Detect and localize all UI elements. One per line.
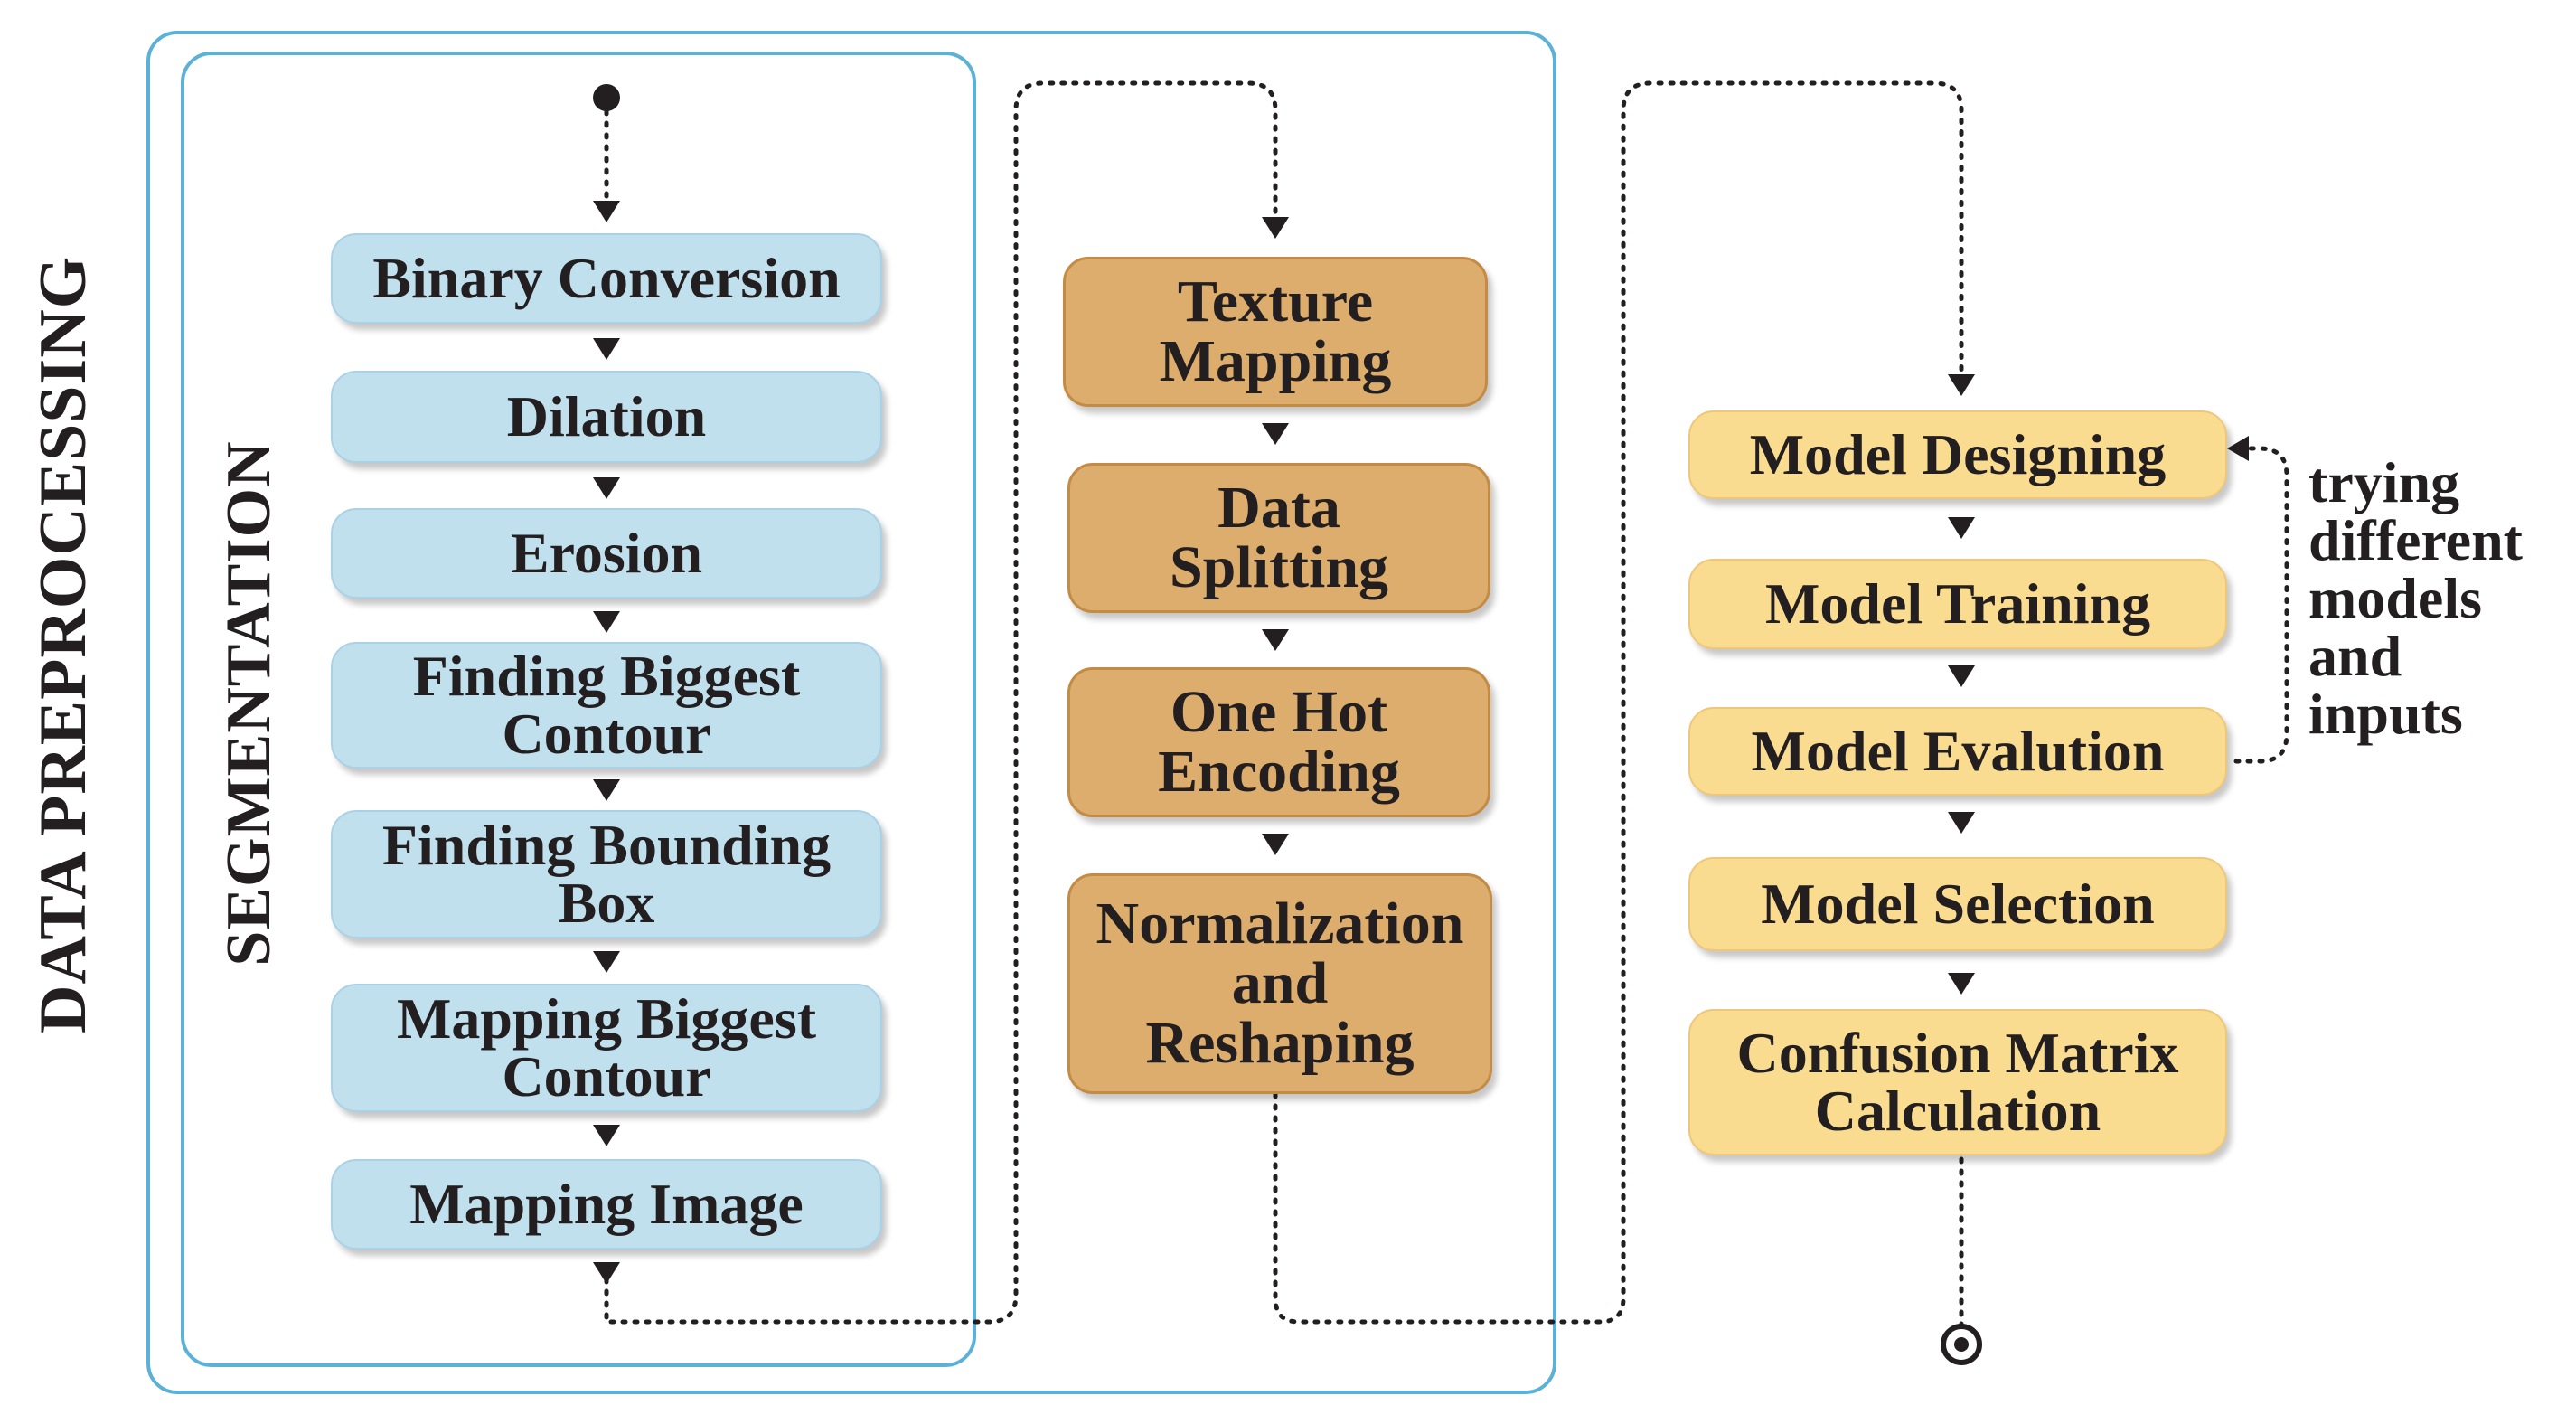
arrow-icon	[1262, 217, 1289, 239]
normalization-and-reshaping-box: Normalization and Reshaping	[1067, 873, 1492, 1094]
model-selection-box: Model Selection	[1688, 857, 2227, 951]
arrow-icon	[593, 779, 620, 801]
arrow-icon	[593, 611, 620, 633]
arrow-icon	[1262, 834, 1289, 855]
confusion-matrix-calculation-box: Confusion Matrix Calculation	[1688, 1009, 2227, 1155]
arrow-icon	[1948, 973, 1975, 995]
reshaping-to-model-connector	[1273, 80, 1964, 1325]
end-node-icon-core	[1954, 1337, 1969, 1352]
finding-biggest-contour-box: Finding Biggest Contour	[331, 642, 882, 769]
mapping-biggest-contour-box: Mapping Biggest Contour	[331, 984, 882, 1112]
texture-mapping-box: Texture Mapping	[1063, 257, 1488, 407]
start-node-icon	[593, 84, 620, 111]
arrow-icon	[593, 477, 620, 499]
model-training-box: Model Training	[1688, 559, 2227, 649]
segmentation-to-texture-connector	[604, 80, 1278, 1325]
feedback-loop-note: trying different models and inputs	[2308, 450, 2523, 746]
binary-conversion-box: Binary Conversion	[331, 233, 882, 324]
data-splitting-box: Data Splitting	[1067, 463, 1490, 613]
mapping-image-box: Mapping Image	[331, 1159, 882, 1250]
model-evaluation-box: Model Evalution	[1688, 707, 2227, 796]
dilation-box: Dilation	[331, 371, 882, 463]
feedback-arrow-icon	[2227, 436, 2249, 461]
erosion-box: Erosion	[331, 508, 882, 599]
feedback-loop-connector	[2233, 446, 2289, 764]
arrow-icon	[1948, 812, 1975, 834]
finding-bounding-box-box: Finding Bounding Box	[331, 810, 882, 938]
arrow-icon	[593, 1125, 620, 1146]
one-hot-encoding-box: One Hot Encoding	[1067, 667, 1490, 817]
data-preprocessing-frame	[146, 31, 1556, 1394]
segmentation-frame	[181, 52, 976, 1367]
arrow-icon	[1948, 665, 1975, 687]
arrow-icon	[1948, 517, 1975, 539]
arrow-icon	[1948, 374, 1975, 396]
arrow-icon	[593, 951, 620, 973]
arrow-icon	[1262, 629, 1289, 651]
arrow-icon	[1262, 423, 1289, 445]
arrow-icon	[593, 1262, 620, 1284]
arrow-icon	[593, 338, 620, 360]
arrow-icon	[593, 201, 620, 222]
model-designing-box: Model Designing	[1688, 410, 2227, 499]
